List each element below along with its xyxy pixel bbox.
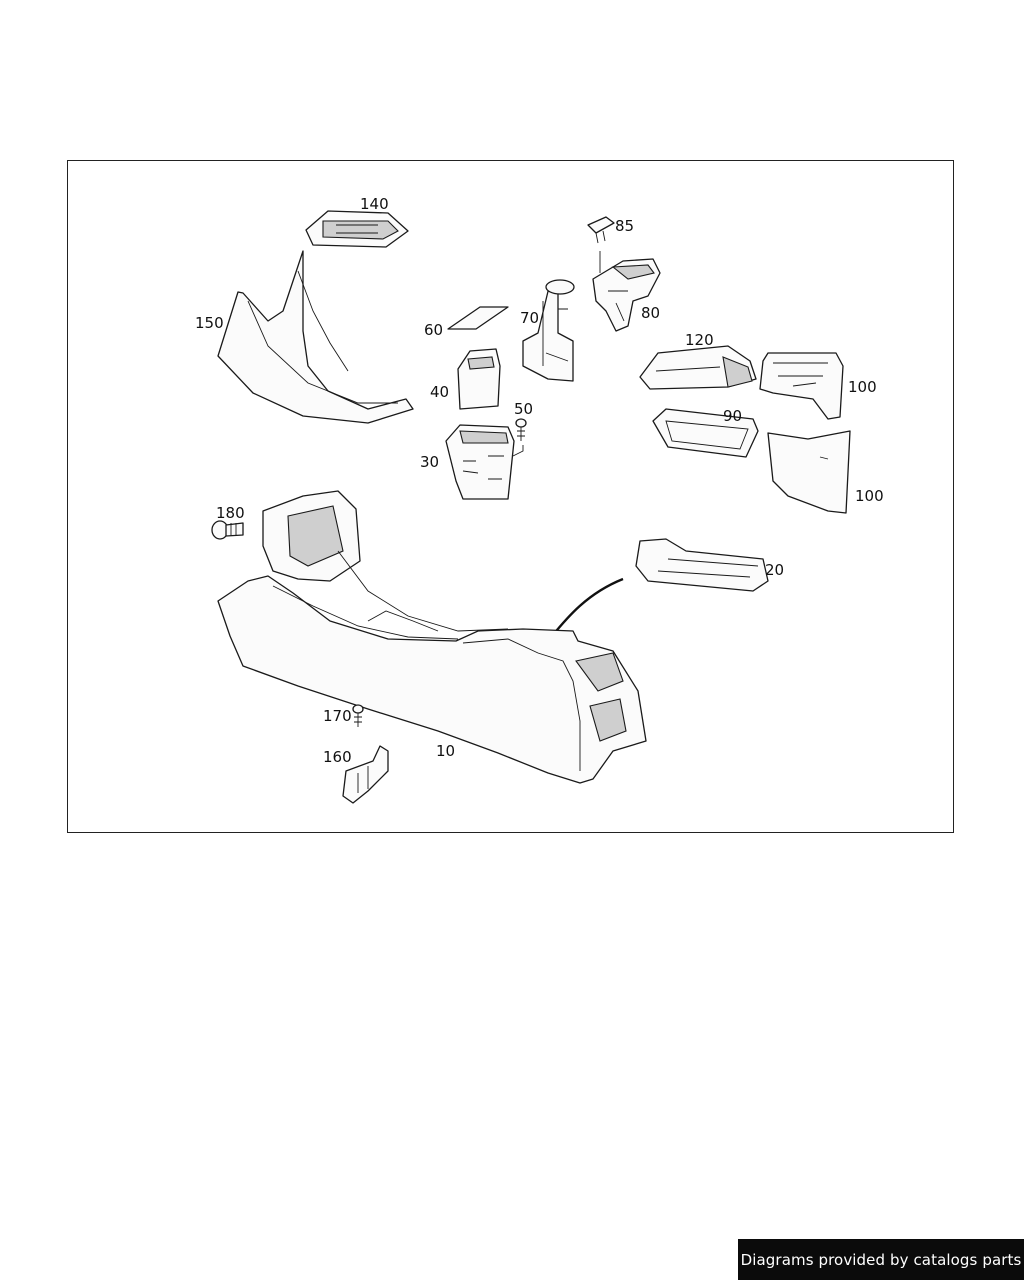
callout-170: 170 (323, 707, 352, 725)
part-50-screw[interactable] (512, 418, 527, 457)
callout-20: 20 (765, 561, 784, 579)
callout-120: 120 (685, 331, 714, 349)
parts-diagram-frame: 140 85 150 60 70 80 120 40 50 100 90 30 … (67, 160, 954, 833)
part-140-shift-bezel[interactable] (305, 210, 409, 248)
callout-10: 10 (436, 742, 455, 760)
part-10-center-console[interactable] (217, 490, 647, 784)
part-30-cup-holder[interactable] (445, 424, 515, 500)
part-70-bracket[interactable] (522, 279, 575, 382)
callout-150: 150 (195, 314, 224, 332)
callout-70: 70 (520, 309, 539, 327)
part-100-storage-bracket-upper[interactable] (759, 352, 844, 420)
callout-100-upper: 100 (848, 378, 877, 396)
callout-60: 60 (424, 321, 443, 339)
part-60-pad[interactable] (447, 306, 509, 330)
callout-140: 140 (360, 195, 389, 213)
callout-160: 160 (323, 748, 352, 766)
callout-50: 50 (514, 400, 533, 418)
part-120-armrest-lid[interactable] (639, 345, 757, 390)
part-180-bolt[interactable] (211, 520, 244, 540)
part-40-cup-insert[interactable] (457, 348, 501, 410)
part-85-knob-cap[interactable] (587, 216, 615, 273)
credit-text: Diagrams provided by catalogs parts (740, 1250, 1022, 1269)
exploded-parts-diagram: 140 85 150 60 70 80 120 40 50 100 90 30 … (195, 195, 884, 804)
part-170-screw[interactable] (352, 704, 364, 727)
part-20-tray[interactable] (635, 538, 769, 592)
callout-100-lower: 100 (855, 487, 884, 505)
callout-180: 180 (216, 504, 245, 522)
part-80-shifter-housing[interactable] (592, 258, 661, 332)
part-160-clip-bracket[interactable] (342, 745, 389, 804)
callout-80: 80 (641, 304, 660, 322)
part-90-tray-mat[interactable] (652, 408, 759, 458)
part-150-side-trim[interactable] (217, 250, 414, 424)
callout-40: 40 (430, 383, 449, 401)
callout-85: 85 (615, 217, 634, 235)
credit-banner: Diagrams provided by catalogs parts (738, 1239, 1024, 1280)
part-100-liner-lower[interactable] (767, 430, 851, 514)
callout-90: 90 (723, 407, 742, 425)
callout-30: 30 (420, 453, 439, 471)
